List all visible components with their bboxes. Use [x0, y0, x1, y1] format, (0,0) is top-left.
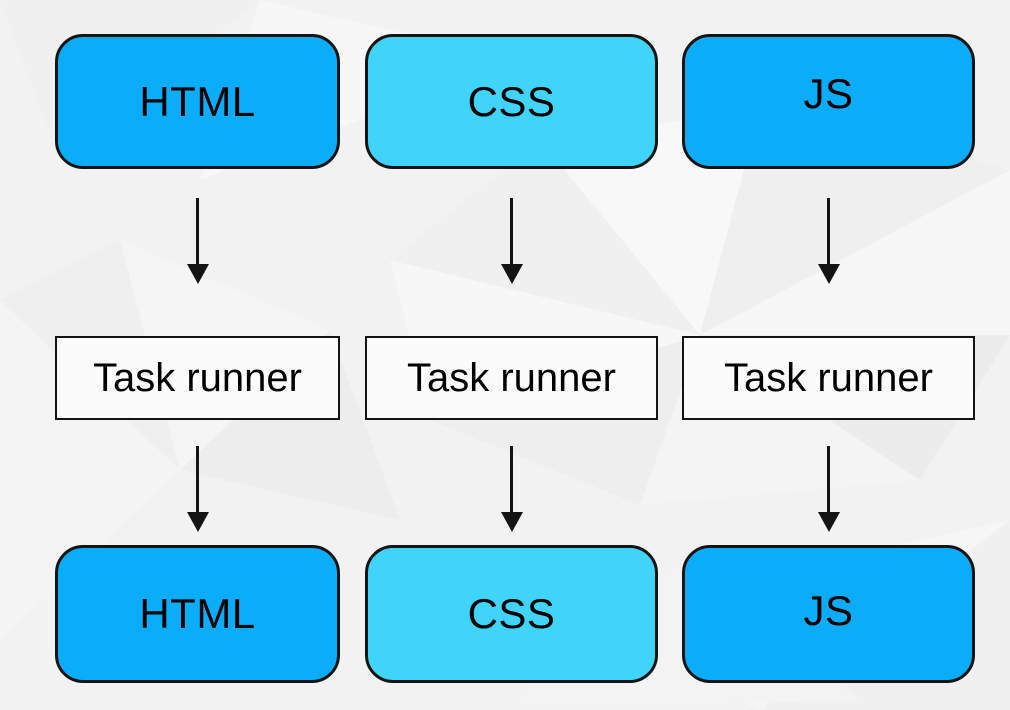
arrow-shaft — [827, 198, 830, 264]
arrow-down-icon — [817, 446, 840, 532]
output-node-js: JS — [682, 545, 975, 683]
output-node-html: HTML — [55, 545, 340, 683]
arrow-down-icon — [186, 446, 209, 532]
task-runner-label: Task runner — [724, 356, 933, 400]
source-node-css: CSS — [365, 34, 658, 169]
task-runner-label: Task runner — [407, 356, 616, 400]
output-node-label: CSS — [467, 590, 556, 637]
output-node-label: HTML — [139, 590, 256, 637]
source-node-label: JS — [803, 69, 854, 117]
arrow-down-icon — [817, 198, 840, 284]
source-node-label: CSS — [467, 77, 556, 125]
arrow-shaft — [827, 446, 830, 512]
arrow-down-icon — [500, 446, 523, 532]
task-runner-label: Task runner — [93, 356, 302, 400]
arrow-head — [186, 264, 209, 284]
pipeline-column-css: CSS Task runner CSS — [365, 0, 658, 710]
arrow-head — [500, 512, 523, 532]
output-node-css: CSS — [365, 545, 658, 683]
arrow-shaft — [510, 446, 513, 512]
task-runner-node-html: Task runner — [55, 336, 340, 420]
arrow-shaft — [196, 198, 199, 264]
output-node-label: JS — [803, 587, 854, 634]
task-runner-node-css: Task runner — [365, 336, 658, 420]
arrow-shaft — [196, 446, 199, 512]
arrow-head — [186, 512, 209, 532]
source-node-js: JS — [682, 34, 975, 169]
arrow-head — [500, 264, 523, 284]
source-node-html: HTML — [55, 34, 340, 169]
source-node-label: HTML — [139, 77, 256, 125]
arrow-down-icon — [500, 198, 523, 284]
arrow-head — [817, 512, 840, 532]
arrow-down-icon — [186, 198, 209, 284]
pipeline-column-html: HTML Task runner HTML — [55, 0, 340, 710]
arrow-head — [817, 264, 840, 284]
arrow-shaft — [510, 198, 513, 264]
pipeline-column-js: JS Task runner JS — [682, 0, 975, 710]
task-runner-node-js: Task runner — [682, 336, 975, 420]
